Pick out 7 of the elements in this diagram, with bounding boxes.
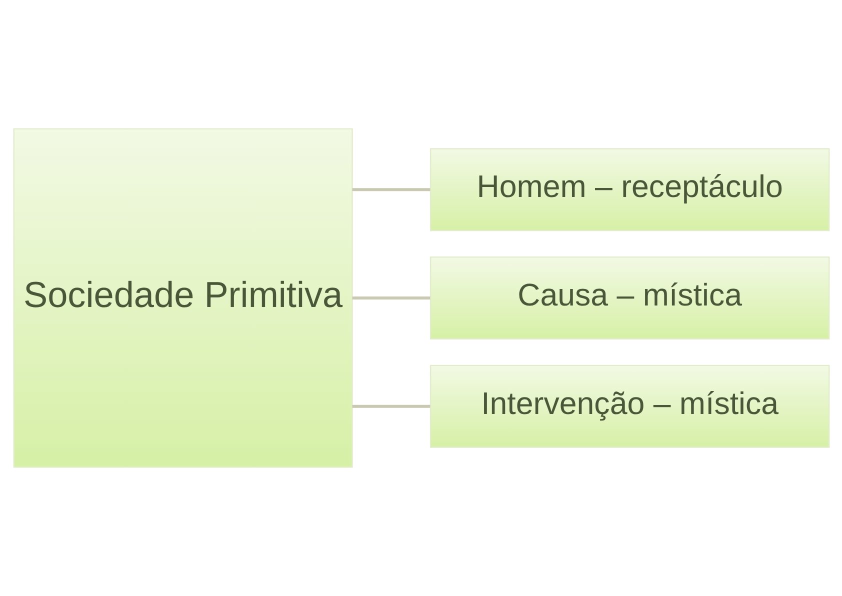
node-box: Homem – receptáculo — [429, 148, 830, 232]
node-box: Sociedade Primitiva — [12, 128, 352, 468]
connector — [352, 188, 430, 192]
connector — [352, 404, 430, 408]
connector — [352, 296, 430, 300]
node-box: Intervenção – mística — [429, 364, 830, 448]
node-box: Causa – mística — [429, 256, 830, 340]
